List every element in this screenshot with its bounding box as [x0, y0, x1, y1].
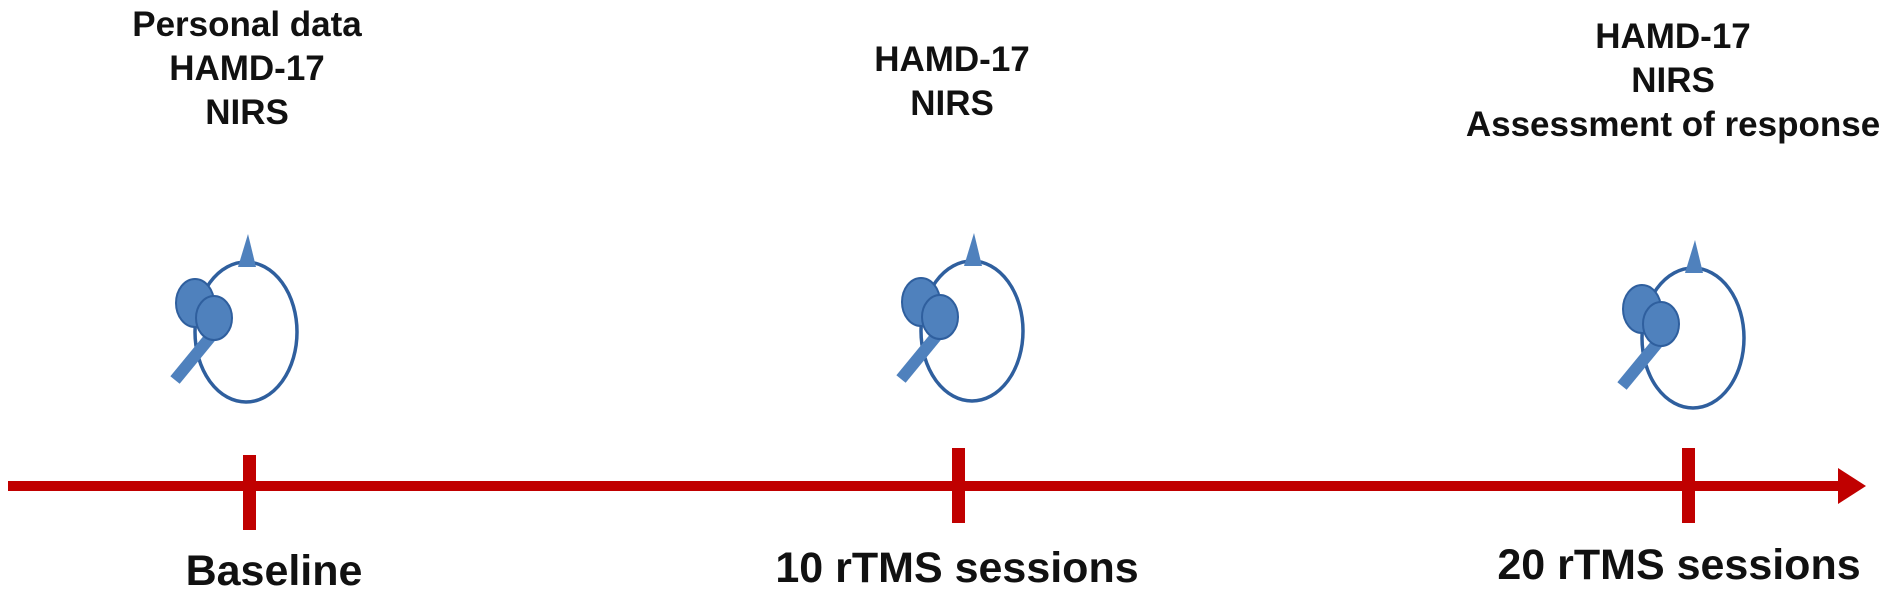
timeline-tick-20-sessions: [1682, 448, 1695, 523]
coil-wing-right: [921, 294, 959, 340]
measure-item: Personal data: [132, 5, 362, 44]
measures-baseline: Personal data HAMD-17 NIRS: [0, 3, 507, 135]
measure-item: NIRS: [205, 93, 289, 132]
head-nose: [1685, 240, 1703, 273]
stage-label-10-sessions: 10 rTMS sessions: [775, 544, 1139, 592]
measures-10-sessions: HAMD-17 NIRS: [692, 38, 1212, 126]
coil-wing-right: [1642, 301, 1680, 347]
head-with-tms-coil-icon: [170, 234, 299, 404]
head-nose: [238, 234, 256, 267]
timeline-tick-baseline: [243, 455, 256, 530]
coil-wing-right: [195, 295, 233, 341]
measure-item: HAMD-17: [874, 40, 1030, 79]
head-with-tms-coil-icon: [1617, 240, 1746, 410]
measure-item: NIRS: [1631, 61, 1715, 100]
measure-item: Assessment of response: [1465, 105, 1881, 144]
stage-label-20-sessions: 20 rTMS sessions: [1497, 541, 1861, 589]
head-nose: [964, 233, 982, 266]
timeline-tick-10-sessions: [952, 448, 965, 523]
measure-item: HAMD-17: [1595, 17, 1751, 56]
measures-20-sessions: HAMD-17 NIRS Assessment of response: [1413, 15, 1901, 147]
stage-label-baseline: Baseline: [185, 547, 363, 595]
timeline-arrowhead: [1838, 468, 1866, 504]
measure-item: NIRS: [910, 84, 994, 123]
measure-item: HAMD-17: [169, 49, 325, 88]
head-with-tms-coil-icon: [896, 233, 1025, 403]
